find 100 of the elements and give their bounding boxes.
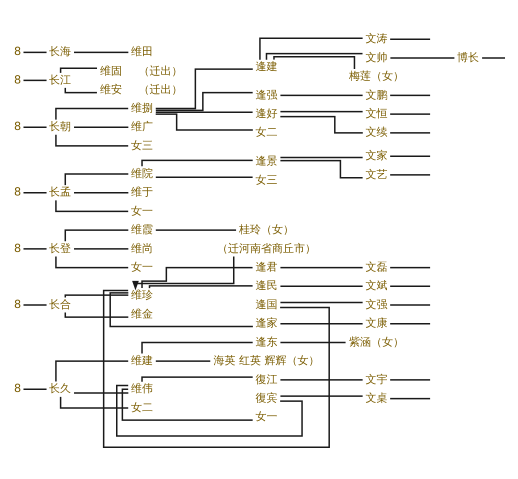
connector: [74, 248, 128, 250]
connector: [23, 126, 47, 128]
connector: [109, 292, 253, 328]
connector: [102, 290, 330, 448]
connector: [390, 174, 430, 176]
connector: [141, 376, 253, 382]
node-text: 8: [14, 382, 22, 396]
node-text: 8: [14, 242, 22, 255]
node-text: 紫涵（女）: [348, 335, 404, 348]
connector: [64, 294, 128, 298]
node-text: 文磊: [365, 260, 388, 274]
connector: [74, 392, 128, 394]
node-label: （迁出）: [138, 83, 182, 96]
connector: [55, 108, 128, 120]
node-text: 女三: [131, 138, 154, 152]
node-text: 文斌: [365, 279, 388, 292]
node-text: 8: [14, 298, 22, 311]
arrow: [132, 256, 234, 290]
connector: [390, 398, 430, 400]
node-text: （迁河南省商丘市）: [216, 242, 316, 255]
connector: [64, 312, 128, 318]
node-text: 文鹏: [365, 88, 388, 102]
node-text: 逢建: [255, 60, 278, 74]
node-text: 女一: [255, 410, 278, 424]
node-text: 长江: [49, 73, 72, 86]
node-text: 维伟: [131, 382, 154, 396]
node-text: 维田: [131, 45, 154, 58]
node-text: 女一: [131, 204, 154, 218]
connector: [390, 304, 430, 306]
node-text: 女二: [131, 400, 154, 414]
node-text: 逢民: [255, 279, 278, 292]
connector: [64, 88, 97, 94]
connector: [266, 52, 363, 60]
connector: [390, 132, 430, 134]
connector: [390, 266, 430, 268]
connector: [280, 342, 346, 344]
connector: [280, 156, 363, 158]
connector: [280, 110, 363, 112]
node-text: 长孟: [49, 186, 72, 199]
connector: [116, 384, 303, 437]
node-text: 逢强: [255, 88, 278, 102]
connector: [390, 379, 430, 381]
node-text: 长登: [49, 242, 72, 255]
node-text: 文续: [365, 126, 388, 139]
connector: [390, 286, 430, 288]
node-text: 女一: [131, 260, 154, 274]
node-text: 文桌: [365, 391, 388, 404]
node-text: 文康: [365, 316, 388, 330]
connector: [390, 322, 430, 324]
connector: [74, 126, 128, 128]
connector: [280, 160, 363, 178]
connector: [64, 229, 128, 242]
connector: [156, 68, 253, 110]
node-text: 逢东: [255, 335, 278, 348]
node-text: 维捌: [131, 101, 154, 114]
connector: [156, 176, 253, 178]
node-text: 8: [14, 73, 22, 86]
connector: [23, 388, 47, 390]
node-text: 逢景: [255, 154, 278, 168]
connector: [141, 160, 253, 166]
connector: [280, 322, 363, 324]
node-text: 维于: [131, 186, 154, 199]
connector: [60, 68, 98, 73]
connector: [156, 229, 236, 231]
node-text: 维霞: [131, 223, 154, 236]
connector: [156, 111, 253, 113]
node-text: 8: [14, 45, 22, 58]
connector: [23, 192, 47, 194]
connector: [60, 396, 128, 409]
connector: [390, 38, 430, 40]
connector: [74, 52, 128, 54]
node-text: 女二: [255, 126, 278, 139]
node-text: 文宇: [365, 372, 388, 386]
connector: [148, 285, 253, 288]
connector: [156, 113, 253, 131]
node-text: 逢国: [255, 298, 278, 311]
connector: [156, 360, 210, 362]
connector: [55, 134, 128, 147]
node-text: 逢好: [255, 107, 278, 120]
node-text: 长合: [49, 298, 72, 311]
node-text: 桂玲（女）: [238, 223, 294, 236]
connector: [64, 173, 128, 186]
connector: [74, 192, 128, 194]
connector: [280, 94, 363, 96]
connector: [55, 360, 128, 382]
connector: [280, 379, 363, 381]
connector: [141, 266, 253, 288]
node-text: 復江: [255, 372, 278, 386]
node-text: 逢家: [255, 316, 278, 330]
connector: [280, 302, 363, 304]
connector: [23, 304, 47, 306]
connector: [122, 388, 253, 421]
connector: [390, 57, 454, 59]
connector: [280, 395, 363, 397]
node-text: 维建: [131, 354, 154, 368]
node-text: 8: [14, 186, 22, 199]
node-text: 梅莲（女）: [348, 70, 404, 83]
connector: [259, 38, 363, 60]
node-text: 长久: [49, 382, 72, 396]
node-text: 维珍: [131, 288, 154, 302]
